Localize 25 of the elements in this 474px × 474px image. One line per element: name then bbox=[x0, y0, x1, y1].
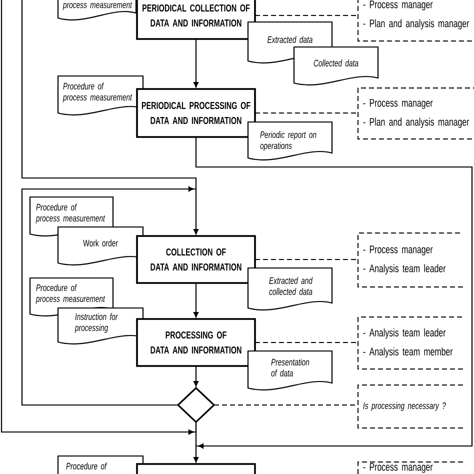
arrow bbox=[195, 137, 473, 449]
arrow bbox=[193, 283, 199, 318]
connector-line bbox=[21, 0, 196, 179]
annotation-box: Is processing necessary ? bbox=[358, 384, 464, 428]
connector-line bbox=[255, 342, 358, 344]
annotation-box: - Process manager bbox=[358, 462, 464, 474]
arrow bbox=[0, 0, 196, 435]
arrow bbox=[21, 186, 196, 406]
annotation-box: - Process manager - Plan and analysis manager bbox=[358, 0, 474, 42]
process-box: PERIODICAL PROCESSING OF DATA AND INFORMATION bbox=[136, 88, 256, 138]
connector-line bbox=[255, 258, 358, 260]
annotation-box: - Analysis team leader - Analysis team member bbox=[358, 316, 464, 370]
process-box: PERIODICAL COLLECTION OF DATA AND INFORMATION bbox=[136, 0, 256, 40]
arrow bbox=[193, 39, 199, 88]
process-box: COLLECTION OF DATA AND INFORMATION bbox=[136, 235, 256, 284]
connector-line bbox=[214, 404, 358, 406]
process-box: PROCESSING OF DATA AND INFORMATION bbox=[136, 318, 256, 367]
arrow bbox=[193, 366, 199, 387]
connector-line bbox=[255, 14, 358, 16]
arrow bbox=[193, 177, 199, 235]
arrow bbox=[193, 421, 199, 463]
annotation-box: - Process manager - Plan and analysis manager bbox=[358, 88, 474, 140]
annotation-box: - Process manager - Analysis team leader bbox=[358, 232, 464, 288]
process-box bbox=[136, 463, 256, 474]
connector-line bbox=[255, 112, 358, 114]
